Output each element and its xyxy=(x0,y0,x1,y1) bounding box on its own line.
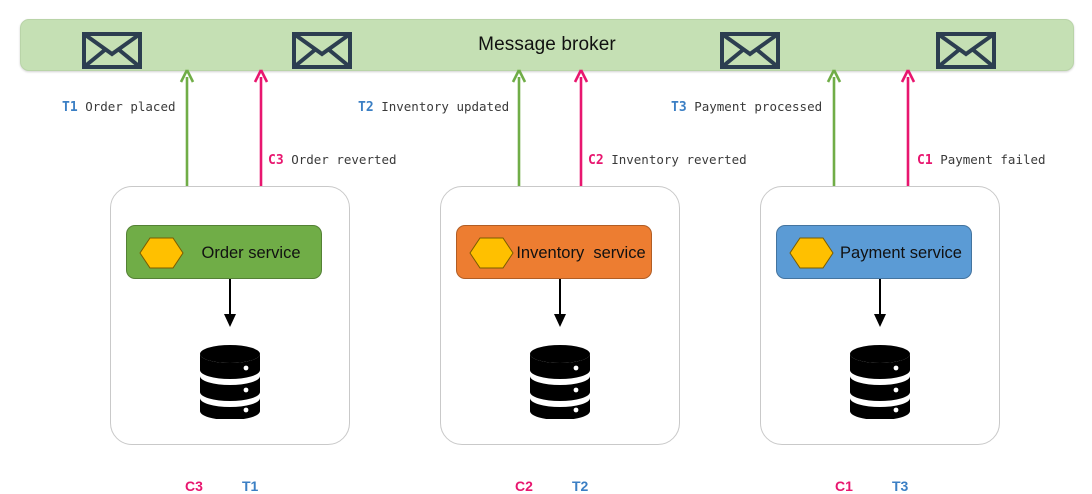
flow-label-c3: C3 Order reverted xyxy=(268,152,397,168)
service-to-database-arrow xyxy=(111,279,349,329)
flow-tag: T2 xyxy=(358,100,374,115)
service-name: Payment service xyxy=(840,243,962,262)
flow-label-t2: T2 Inventory updated xyxy=(358,99,509,115)
flow-tag: C1 xyxy=(917,153,933,168)
service-pill[interactable]: Order service xyxy=(126,225,322,279)
compensation-label: C1 xyxy=(835,478,853,494)
message-broker-bar: Message broker xyxy=(20,19,1074,71)
database-icon xyxy=(441,343,679,419)
envelope-icon xyxy=(292,32,352,69)
message-broker-label: Message broker xyxy=(478,34,616,55)
flow-tag: C3 xyxy=(268,153,284,168)
hexagon-icon xyxy=(469,237,514,269)
service-pill[interactable]: Inventory service xyxy=(456,225,652,279)
service-name: Inventory service xyxy=(516,243,646,262)
flow-label-t3: T3 Payment processed xyxy=(671,99,822,115)
transaction-label: T3 xyxy=(892,478,909,494)
transaction-label: T1 xyxy=(242,478,259,494)
database-icon xyxy=(111,343,349,419)
service-name: Order service xyxy=(201,243,301,262)
flow-text: Order placed xyxy=(85,99,176,114)
compensation-label: C2 xyxy=(515,478,533,494)
hexagon-icon xyxy=(139,237,184,269)
flow-label-c2: C2 Inventory reverted xyxy=(588,152,747,168)
flow-text: Payment processed xyxy=(694,99,823,114)
flow-arrow-c2 xyxy=(571,69,591,186)
transaction-label: T2 xyxy=(572,478,589,494)
flow-arrow-t2 xyxy=(509,69,529,186)
compensation-label: C3 xyxy=(185,478,203,494)
flow-text: Inventory updated xyxy=(381,99,510,114)
service-to-database-arrow xyxy=(761,279,999,329)
flow-arrow-t3 xyxy=(824,69,844,186)
envelope-icon xyxy=(82,32,142,69)
flow-arrow-t1 xyxy=(177,69,197,186)
flow-text: Payment failed xyxy=(940,152,1046,167)
flow-tag: C2 xyxy=(588,153,604,168)
flow-text: Inventory reverted xyxy=(611,152,747,167)
flow-tag: T3 xyxy=(671,100,687,115)
service-to-database-arrow xyxy=(441,279,679,329)
flow-arrow-c1 xyxy=(898,69,918,186)
database-icon xyxy=(761,343,999,419)
flow-label-c1: C1 Payment failed xyxy=(917,152,1046,168)
service-pill[interactable]: Payment service xyxy=(776,225,972,279)
envelope-icon xyxy=(936,32,996,69)
flow-tag: T1 xyxy=(62,100,78,115)
flow-label-t1: T1 Order placed xyxy=(62,99,176,115)
envelope-icon xyxy=(720,32,780,69)
flow-arrow-c3 xyxy=(251,69,271,186)
hexagon-icon xyxy=(789,237,834,269)
flow-text: Order reverted xyxy=(291,152,397,167)
